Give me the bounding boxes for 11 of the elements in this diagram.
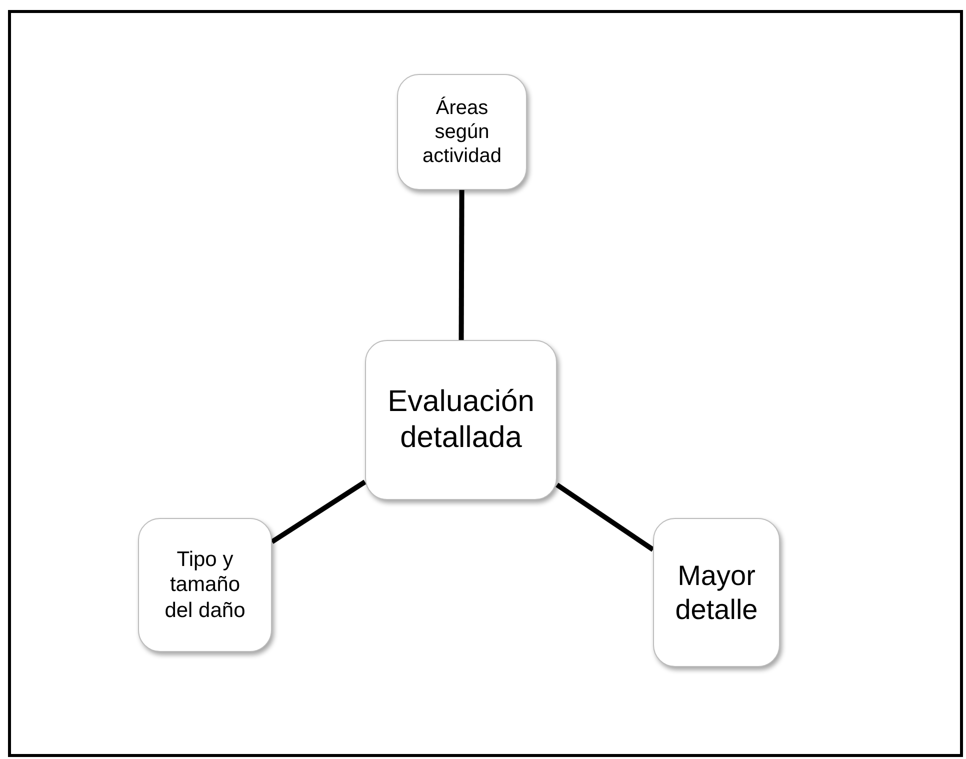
rounded-box bbox=[653, 518, 780, 667]
node-label: Áreas según actividad bbox=[422, 96, 502, 168]
connector-line bbox=[556, 482, 654, 552]
node-label: Tipo y tamaño del daño bbox=[164, 547, 246, 623]
node-label: Evaluación detallada bbox=[386, 384, 536, 456]
node-label: Mayor detalle bbox=[674, 558, 759, 626]
rounded-box bbox=[365, 340, 557, 500]
rounded-box bbox=[397, 74, 527, 190]
connector-line bbox=[458, 190, 464, 340]
connector-line bbox=[270, 480, 366, 544]
rounded-box bbox=[138, 518, 272, 652]
